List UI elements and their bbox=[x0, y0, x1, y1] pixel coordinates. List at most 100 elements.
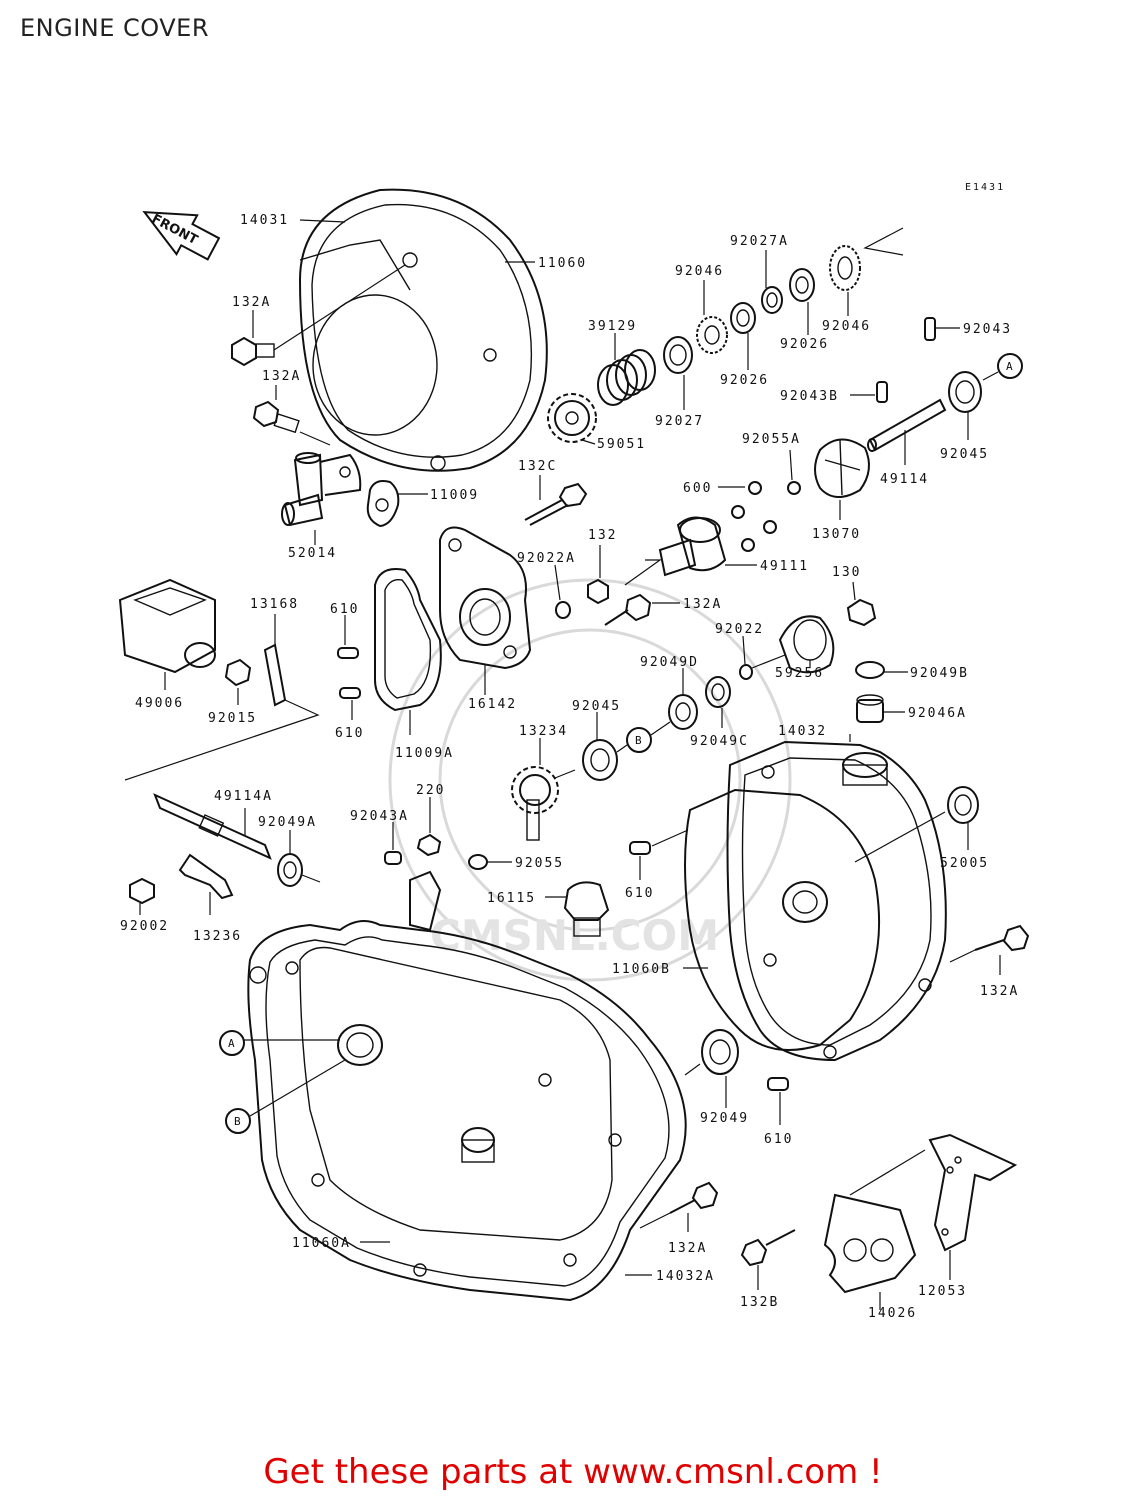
part-label: 132B bbox=[740, 1295, 779, 1310]
callout-b-marker bbox=[225, 1108, 251, 1134]
part-label: 11009A bbox=[395, 746, 454, 761]
nut-part bbox=[224, 658, 252, 687]
part-label: 92046A bbox=[908, 706, 967, 721]
washer-part bbox=[555, 601, 571, 619]
o-ring-part bbox=[468, 854, 488, 870]
part-label: 14031 bbox=[240, 213, 289, 228]
part-label: 130 bbox=[832, 565, 861, 580]
part-label: 92002 bbox=[120, 919, 169, 934]
pump-body-part bbox=[439, 526, 532, 670]
guard-part bbox=[823, 1193, 917, 1294]
part-label: 92049 bbox=[700, 1111, 749, 1126]
part-label: 92026 bbox=[780, 337, 829, 352]
part-label: 11009 bbox=[430, 488, 479, 503]
part-label: 92027A bbox=[730, 234, 789, 249]
clutch-cover-part bbox=[726, 740, 947, 1062]
callout-a-marker bbox=[219, 1030, 245, 1056]
part-label: 92046 bbox=[675, 264, 724, 279]
dowel-part bbox=[629, 841, 651, 855]
ball-part bbox=[731, 481, 777, 552]
strainer-part bbox=[118, 578, 216, 674]
bolt-part bbox=[524, 482, 588, 526]
bolt-part bbox=[129, 877, 155, 905]
spring-part bbox=[597, 349, 656, 406]
part-label: 13168 bbox=[250, 597, 299, 612]
part-label: 14032 bbox=[778, 724, 827, 739]
part-label: 14026 bbox=[868, 1306, 917, 1321]
bracket-part bbox=[928, 1133, 1018, 1252]
pin-part bbox=[876, 381, 888, 403]
washer-part bbox=[789, 268, 815, 302]
part-label: 610 bbox=[764, 1132, 793, 1147]
impeller-part bbox=[814, 438, 870, 498]
dowel-part bbox=[337, 647, 359, 659]
part-label: 92043B bbox=[780, 389, 839, 404]
hose-fitting-part bbox=[281, 452, 362, 527]
parts-diagram: CMSNL.COM FRONT E1431 14031 11060 132A 1… bbox=[118, 182, 1030, 1321]
part-label: 92043A bbox=[350, 809, 409, 824]
part-label: 52014 bbox=[288, 546, 337, 561]
part-label: 39129 bbox=[588, 319, 637, 334]
bearing-part bbox=[696, 316, 728, 354]
bolt-part bbox=[639, 1181, 719, 1229]
part-label: 13234 bbox=[519, 724, 568, 739]
part-label: 92049B bbox=[910, 666, 969, 681]
oil-plug-part bbox=[563, 881, 610, 937]
part-label: 132A bbox=[980, 984, 1019, 999]
part-label: 92049A bbox=[258, 815, 317, 830]
gasket-part bbox=[684, 788, 881, 1051]
part-label: 59256 bbox=[775, 666, 824, 681]
part-label: 92022A bbox=[517, 551, 576, 566]
dowel-part bbox=[767, 1077, 789, 1091]
part-label: 92026 bbox=[720, 373, 769, 388]
part-label: 132A bbox=[668, 1241, 707, 1256]
pin-part bbox=[924, 317, 936, 341]
seal-part bbox=[855, 661, 885, 679]
promo-link[interactable]: Get these parts at www.cmsnl.com ! bbox=[263, 1452, 883, 1492]
shaft-part bbox=[658, 516, 727, 577]
part-label: 600 bbox=[683, 481, 712, 496]
gear-part bbox=[547, 393, 597, 443]
rotor-part bbox=[778, 615, 835, 674]
shaft-part bbox=[153, 793, 272, 860]
lever-part bbox=[263, 643, 287, 707]
part-label: 14032A bbox=[656, 1269, 715, 1284]
part-label: 52005 bbox=[940, 856, 989, 871]
callout-a-label: A bbox=[1006, 360, 1013, 373]
part-label: 11060A bbox=[292, 1236, 351, 1251]
part-label: 11060 bbox=[538, 256, 587, 271]
part-label: 92045 bbox=[572, 699, 621, 714]
part-label: 132A bbox=[262, 369, 301, 384]
callout-b-label: B bbox=[234, 1115, 241, 1128]
part-label: 59051 bbox=[597, 437, 646, 452]
part-label: 610 bbox=[330, 602, 359, 617]
bolt-part bbox=[740, 1229, 796, 1267]
part-label: 92049D bbox=[640, 655, 699, 670]
oil-seal-part bbox=[947, 786, 979, 824]
bearing-part bbox=[948, 371, 982, 413]
bolt-part bbox=[604, 593, 652, 626]
washer-part bbox=[761, 286, 783, 314]
part-label: 220 bbox=[416, 783, 445, 798]
bracket-part bbox=[178, 853, 234, 900]
part-label: 92015 bbox=[208, 711, 257, 726]
part-label: 92049C bbox=[690, 734, 749, 749]
part-label: 610 bbox=[335, 726, 364, 741]
part-label: 92046 bbox=[822, 319, 871, 334]
part-label: 49114A bbox=[214, 789, 273, 804]
part-label: 12053 bbox=[918, 1284, 967, 1299]
part-label: 132A bbox=[232, 295, 271, 310]
part-label: 92043 bbox=[963, 322, 1012, 337]
bolt-part bbox=[846, 598, 877, 627]
part-label: 610 bbox=[625, 886, 654, 901]
bearing-part bbox=[829, 245, 861, 291]
callout-b-label: B bbox=[635, 734, 642, 747]
washer-part bbox=[739, 664, 753, 680]
bolt-part bbox=[949, 924, 1030, 963]
front-label: FRONT bbox=[149, 212, 200, 249]
watermark: CMSNL.COM bbox=[388, 578, 792, 982]
pin-part bbox=[384, 851, 402, 865]
gasket-part bbox=[366, 480, 400, 528]
shaft-part bbox=[867, 398, 947, 452]
washer-part bbox=[730, 302, 756, 334]
